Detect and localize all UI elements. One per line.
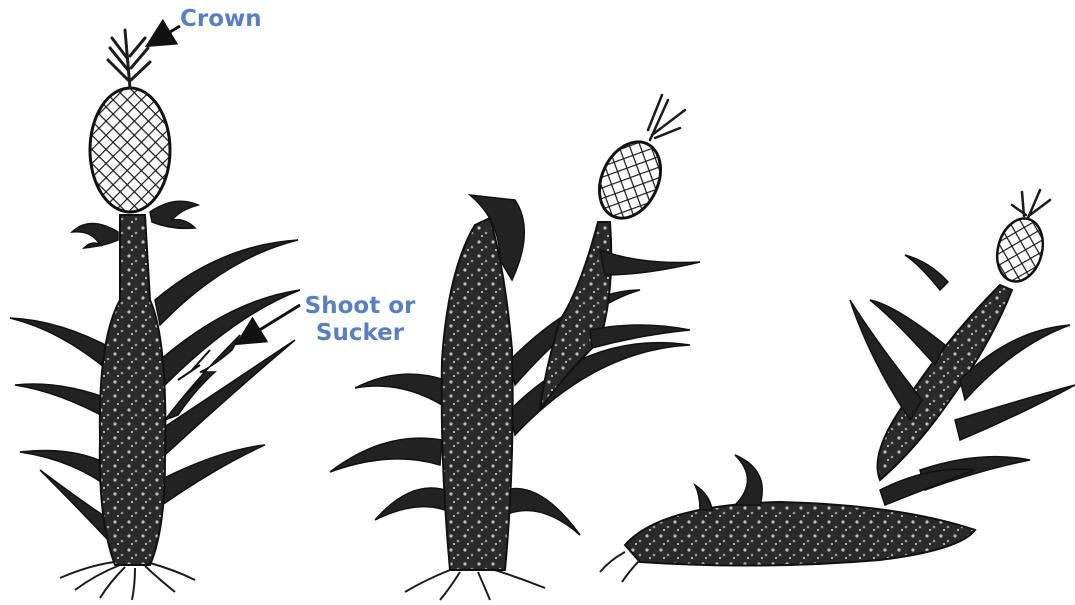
stem-plant-2 <box>442 218 513 570</box>
middle-plant <box>330 95 700 600</box>
roots-plant-2 <box>405 570 545 600</box>
crown-label: Crown <box>180 6 262 33</box>
roots-plant-1 <box>60 562 195 600</box>
shoot-sucker-label: Shoot or Sucker <box>300 293 420 347</box>
stem-plant-3 <box>625 502 975 566</box>
crown-arrow-icon <box>150 26 180 44</box>
pineapple-fruit-plant-3 <box>990 213 1049 286</box>
fallen-plant <box>600 190 1075 582</box>
stem-plant-1 <box>100 215 166 565</box>
shoot-label-line-2: Sucker <box>300 320 420 347</box>
crown <box>108 30 150 88</box>
pineapple-fruit-plant-2 <box>588 132 673 228</box>
shoot-label-line-1: Shoot or <box>300 293 420 320</box>
mature-plant <box>10 30 300 600</box>
crown-plant-3 <box>1012 190 1050 218</box>
crown-plant-2 <box>648 95 685 140</box>
pineapple-fruit-plant-1 <box>90 88 170 212</box>
